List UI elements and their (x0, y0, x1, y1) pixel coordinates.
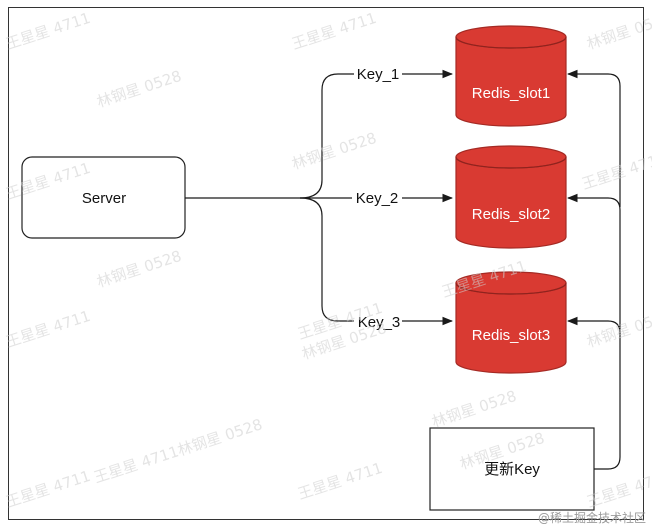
redis-slot2-node[interactable]: Redis_slot2 (455, 145, 567, 249)
edge-label-bg-key3 (354, 312, 402, 330)
edge-label-key1: Key_1 (357, 66, 400, 83)
edge-label-key3: Key_3 (358, 314, 401, 331)
server-connectors (185, 69, 454, 326)
update-key-label: 更新Key (484, 461, 540, 478)
redis-slot2-label: Redis_slot2 (472, 206, 550, 223)
edge-update-slot2 (566, 193, 621, 330)
redis-slot1-node[interactable]: Redis_slot1 (455, 25, 567, 127)
redis-slot1-label: Redis_slot1 (472, 85, 550, 102)
footer-watermark: @稀土掘金技术社区 (537, 511, 646, 525)
edge-label-bg-key1 (354, 64, 402, 82)
edge-label-bg-key2 (352, 188, 402, 206)
edge-server-slot1 (299, 69, 454, 199)
update-connectors (566, 69, 621, 470)
diagram-frame (8, 7, 644, 520)
server-node[interactable]: Server (21, 156, 186, 239)
edge-labels: Key_1 Key_2 Key_3 (352, 64, 402, 331)
edge-label-key2: Key_2 (356, 190, 399, 207)
update-key-node[interactable]: 更新Key (429, 427, 595, 511)
edge-server-slot3 (299, 197, 454, 326)
edge-update-slot1 (566, 69, 621, 207)
server-label: Server (82, 190, 126, 207)
redis-slot3-label: Redis_slot3 (472, 327, 550, 344)
redis-slot3-node[interactable]: Redis_slot3 (455, 271, 567, 374)
edge-update-slot3 (566, 316, 621, 470)
